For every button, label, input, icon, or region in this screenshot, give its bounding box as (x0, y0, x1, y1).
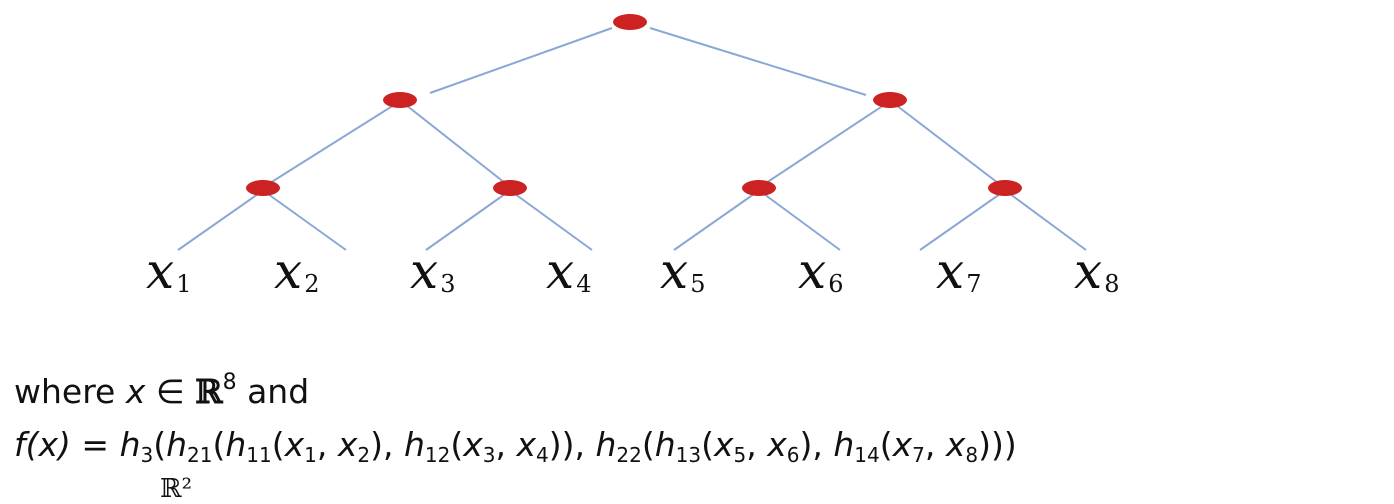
node-root (613, 14, 647, 30)
node-level1-right (873, 92, 907, 108)
leaf-x1: x1 (146, 242, 192, 300)
leaf-x7: x7 (936, 242, 982, 300)
edge-n1-x2 (267, 193, 347, 251)
node-level2-3 (742, 180, 776, 196)
edge-n2-x3 (425, 193, 506, 251)
edge-l1-lr (405, 104, 506, 184)
edge-n4-x8 (1009, 193, 1087, 251)
leaf-x3: x3 (410, 242, 456, 300)
leaf-x6: x6 (798, 242, 844, 300)
node-level2-1 (246, 180, 280, 196)
tree-edges (177, 27, 1087, 251)
edge-l1-ll (269, 104, 395, 184)
edge-n2-x4 (514, 193, 593, 251)
edge-r1-rl (765, 104, 885, 184)
leaf-x2: x2 (274, 242, 320, 300)
edge-n1-x1 (177, 193, 259, 251)
tree-nodes (246, 14, 1022, 196)
edge-n3-x6 (763, 193, 841, 251)
edge-n3-x5 (673, 193, 755, 251)
function-definition: f(x) = h3(h21(h11(x1, x2), h12(x3, x4)),… (14, 425, 1017, 467)
edge-n4-x7 (919, 193, 1001, 251)
leaf-x5: x5 (660, 242, 706, 300)
node-level2-2 (493, 180, 527, 196)
edge-root-left (429, 27, 613, 94)
leaf-x8: x8 (1074, 242, 1120, 300)
edge-r1-rr (895, 104, 999, 184)
domain-statement: where x ∈ ℝ8 and (14, 370, 310, 411)
cropped-next-line: ℝ² (160, 474, 193, 504)
edge-root-right (649, 27, 867, 96)
node-level1-left (383, 92, 417, 108)
node-level2-4 (988, 180, 1022, 196)
binary-tree-diagram (177, 14, 1087, 251)
leaf-x4: x4 (546, 242, 592, 300)
